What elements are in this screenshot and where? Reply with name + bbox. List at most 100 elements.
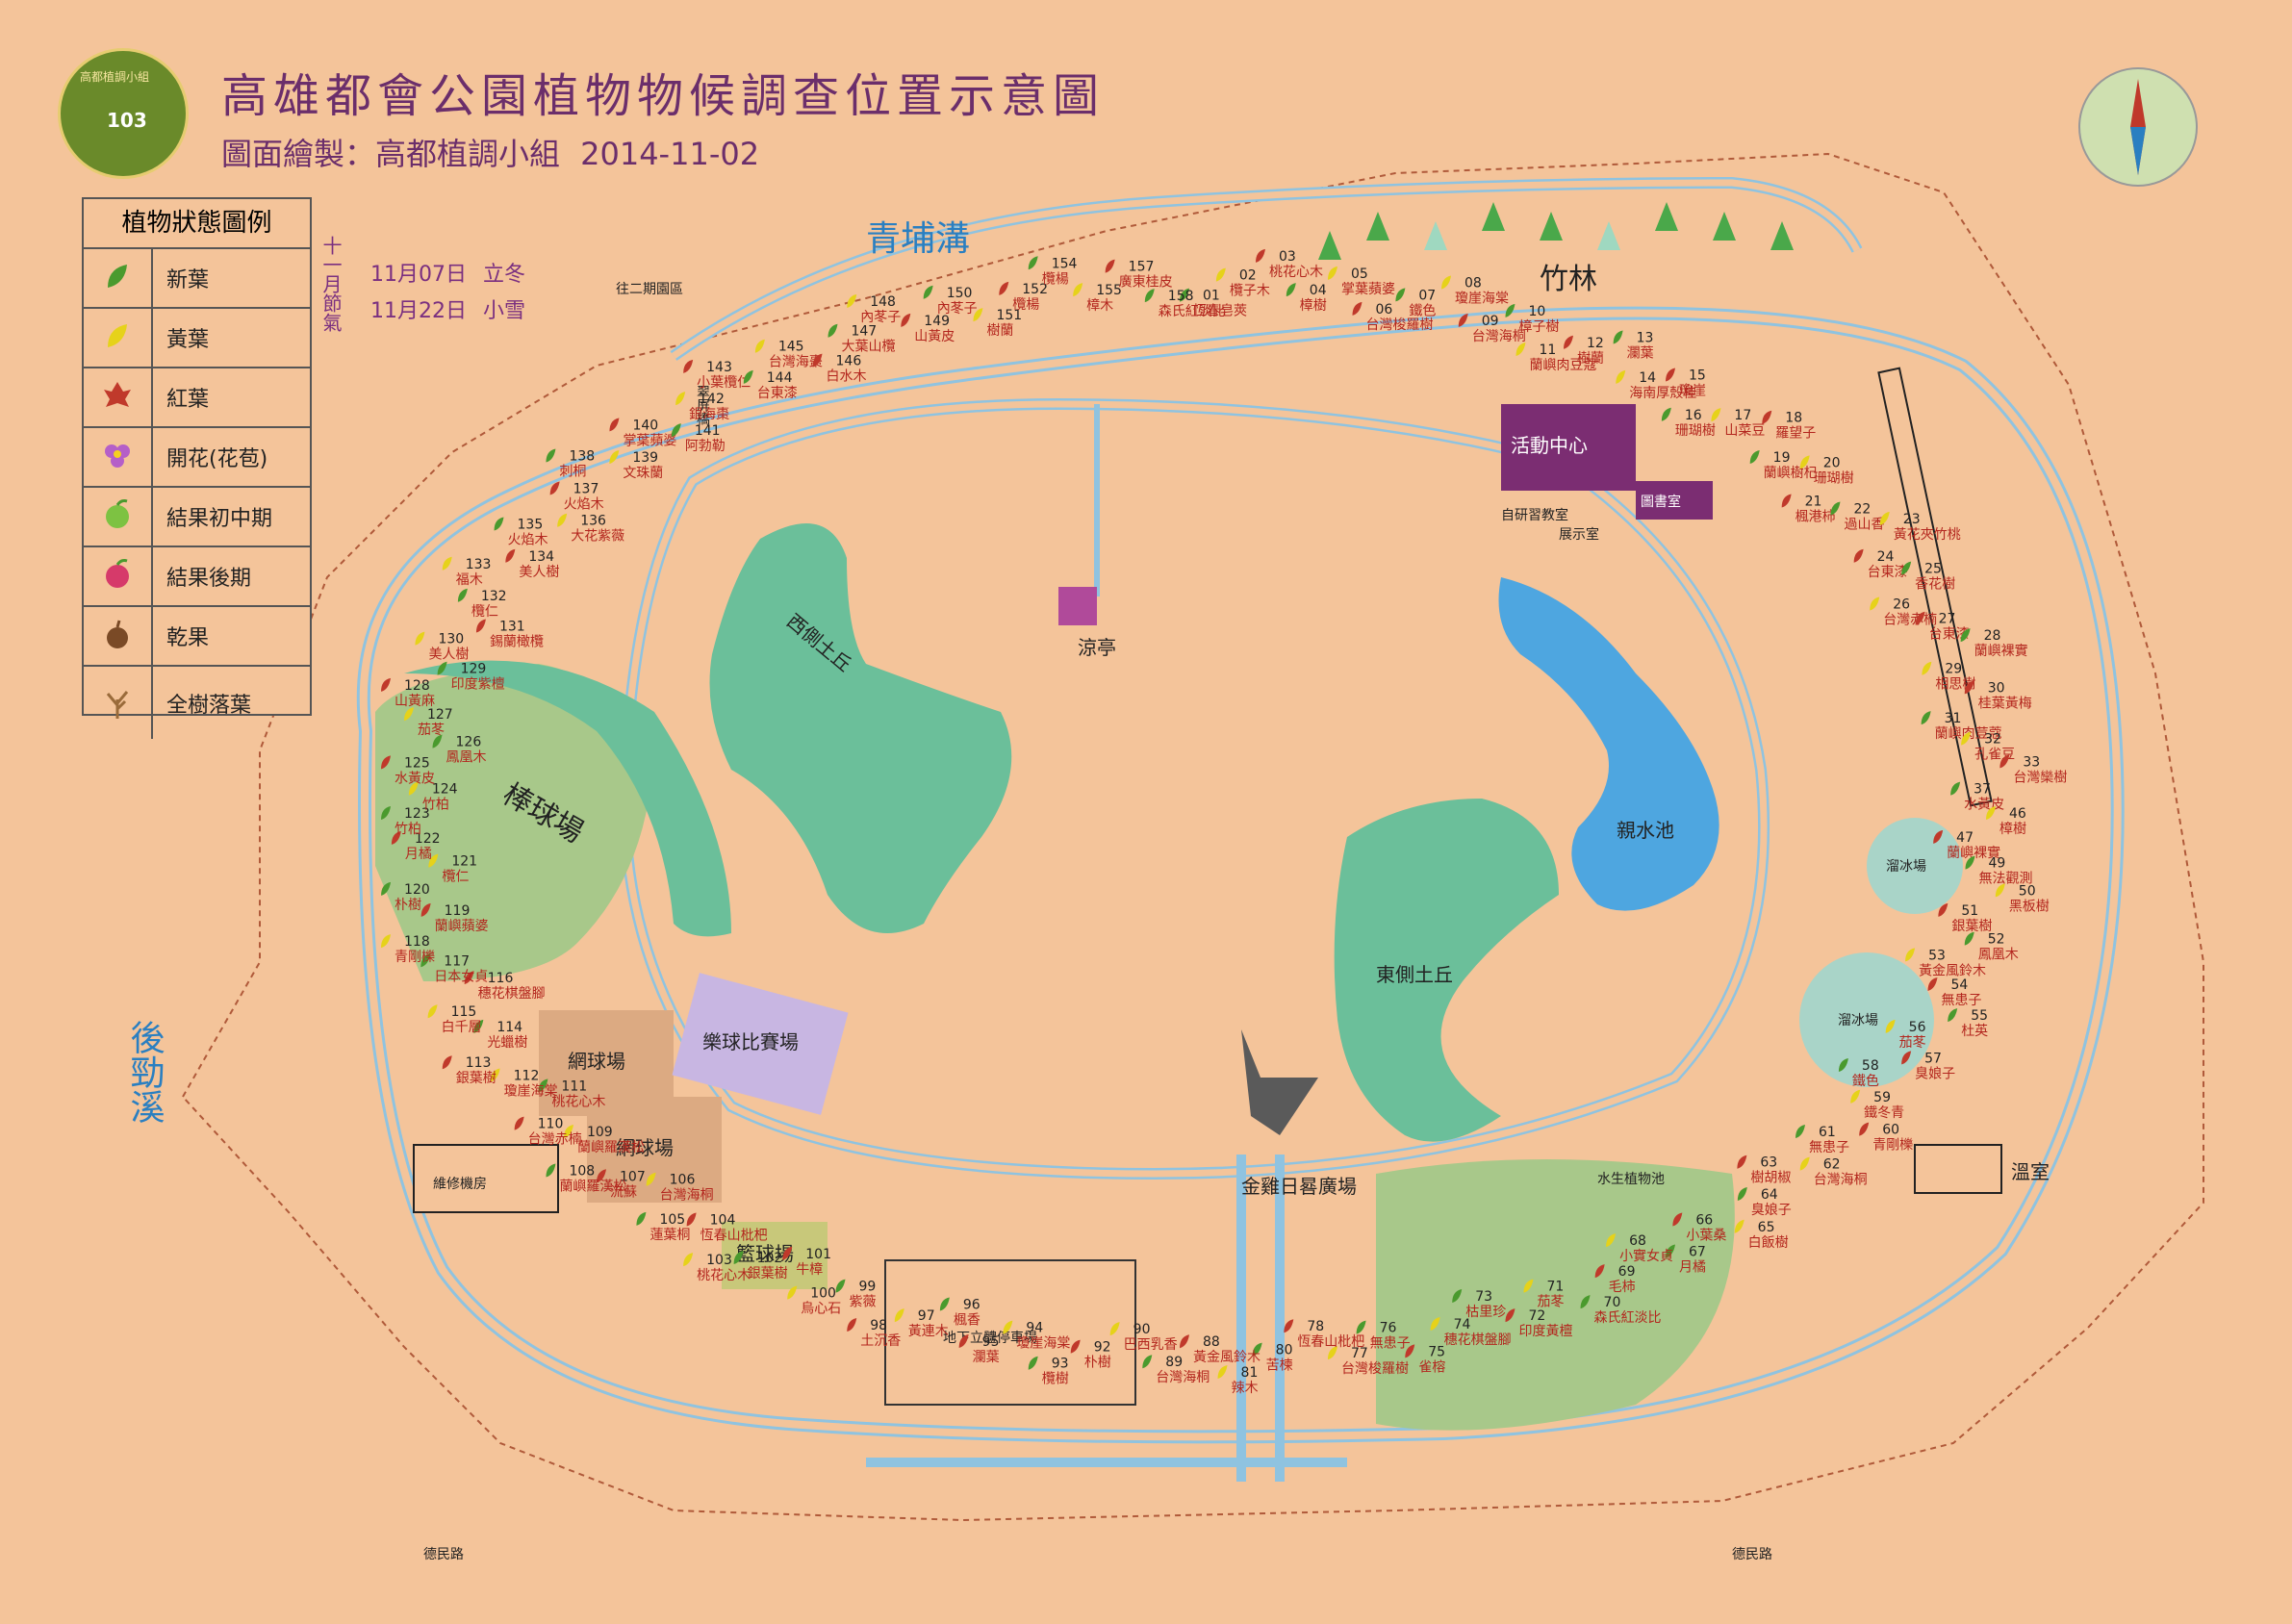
tree-number: 52 <box>1988 932 2005 948</box>
tree-name: 蘭嶼蘋婆 <box>435 919 489 934</box>
leaf-state-icon <box>1352 301 1362 316</box>
tree-number: 11 <box>1539 343 1556 358</box>
leaf-state-icon <box>828 323 838 338</box>
leaf-state-icon <box>1613 330 1623 344</box>
tree-number: 135 <box>518 518 544 533</box>
tree-number: 32 <box>1984 732 2001 748</box>
leaf-state-icon <box>1781 494 1792 508</box>
tree-marker: 31蘭嶼肉荳蔻 <box>1921 711 2002 742</box>
logo-text: 高都植調小組 <box>80 70 150 84</box>
tree-number: 18 <box>1785 411 1802 426</box>
tree-number: 58 <box>1862 1058 1879 1074</box>
leaf-state-icon <box>1564 335 1574 349</box>
tree-number: 65 <box>1758 1220 1775 1235</box>
tree-name: 海南厚殼桂 <box>1629 386 1696 401</box>
leaf-state-icon <box>546 448 556 463</box>
tree-name: 土沉香 <box>860 1333 901 1349</box>
leaf-state-icon <box>1284 1319 1294 1333</box>
tree-name: 月橘 <box>1679 1260 1706 1276</box>
leaf-state-icon <box>490 1068 500 1082</box>
tree-name: 福木 <box>456 572 483 588</box>
tree-number: 74 <box>1454 1317 1471 1332</box>
leaf-state-icon <box>1995 883 2005 898</box>
leaf-state-icon <box>1672 1212 1683 1227</box>
tree-name: 欖楊 <box>1042 270 1069 287</box>
label-pavilion: 涼亭 <box>1078 636 1116 659</box>
leaf-state-icon <box>1927 977 1938 991</box>
tree-name: 黃金風鈴木 <box>1919 963 1986 978</box>
tree-name: 欖楊 <box>1012 296 1039 313</box>
leaf-state-icon <box>999 281 1009 295</box>
leaf-state-icon <box>1144 289 1155 303</box>
bare-tree-icon <box>84 667 153 739</box>
tree-name: 印度黃檀 <box>1518 1323 1572 1339</box>
logo: 高都植調小組 103 <box>58 48 189 179</box>
tree-number: 134 <box>528 549 554 565</box>
tree-name: 欖子木 <box>1230 284 1270 299</box>
baseball-field <box>375 664 654 981</box>
tree-name: 樹蘭 <box>986 323 1013 339</box>
tree-name: 穗花棋盤腳 <box>1444 1332 1512 1348</box>
leaf-state-icon <box>1356 1320 1366 1334</box>
label-water-pond: 親水池 <box>1617 819 1674 842</box>
tree-name: 黃連木 <box>908 1324 949 1339</box>
leaf-state-icon <box>1666 368 1676 382</box>
tree-number: 09 <box>1482 314 1499 329</box>
leaf-state-icon <box>442 1055 452 1070</box>
tree-name: 台灣海桐 <box>1156 1370 1210 1385</box>
label-sundial: 金雞日晷廣場 <box>1241 1175 1357 1198</box>
tree-number: 64 <box>1761 1187 1778 1203</box>
tree-name: 森氏紅淡比 <box>1159 304 1226 319</box>
tree-number: 142 <box>699 392 725 407</box>
legend-label: 紅葉 <box>166 388 210 412</box>
leaf-state-icon <box>1580 1295 1591 1309</box>
tree-number: 158 <box>1168 289 1194 304</box>
tree-name: 銀葉樹 <box>748 1266 788 1281</box>
leaf-state-icon <box>1901 1051 1912 1065</box>
tree-name: 烏心石 <box>801 1301 841 1317</box>
tree-number: 72 <box>1528 1308 1545 1324</box>
tree-number: 46 <box>2009 806 2026 822</box>
leaf-state-icon <box>1070 1339 1081 1354</box>
tree-name: 鐵冬青 <box>1864 1104 1904 1121</box>
leaf-state-icon <box>1441 275 1452 290</box>
tree-number: 116 <box>488 971 514 986</box>
tree-number: 118 <box>404 934 430 950</box>
leaf-state-icon <box>636 1211 647 1226</box>
fruit-early-icon <box>84 488 153 546</box>
solar-term-2-date: 11月22日 <box>370 299 467 323</box>
leaf-state-icon <box>646 1172 656 1186</box>
tree-number: 115 <box>451 1004 477 1020</box>
leaf-state-icon <box>557 513 568 527</box>
tree-labels: 01恆春皂莢02欖子木03桃花心木04樟樹05掌葉蘋婆06台灣梭羅樹07鐵色08… <box>381 248 2067 1396</box>
solar-term-1: 11月07日 立冬 <box>370 257 525 288</box>
tree-number: 05 <box>1351 266 1368 282</box>
tree-number: 137 <box>573 482 599 497</box>
label-activity-center: 活動中心 <box>1511 434 1588 457</box>
tree-number: 54 <box>1950 977 1968 993</box>
leaf-state-icon <box>563 1124 573 1138</box>
tree-number: 117 <box>444 953 470 969</box>
tree-number: 28 <box>1984 628 2001 644</box>
label-hou-jing-river: 後勁溪 <box>125 1020 165 1124</box>
